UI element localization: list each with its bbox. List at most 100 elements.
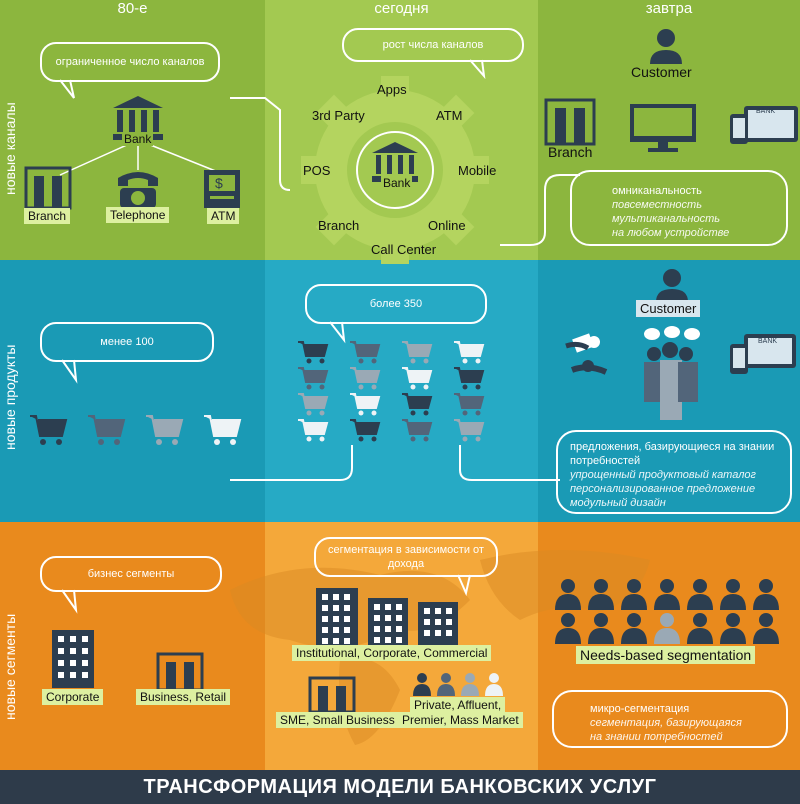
- people-grid-icon: [555, 579, 779, 644]
- building-icon: [418, 602, 458, 646]
- person-icon: [485, 673, 503, 696]
- institutional-tag: Institutional, Corporate, Commercial: [292, 645, 492, 661]
- person-icon: [555, 613, 581, 644]
- cell-products-past: [0, 260, 265, 522]
- person-icon: [413, 673, 431, 696]
- person-icon: [720, 579, 746, 610]
- person-icon: [687, 613, 713, 644]
- person-icon: [461, 673, 479, 696]
- note-heading: предложения, базирующиеся на знании потр…: [570, 441, 775, 467]
- note-line: на знании потребностей: [590, 731, 723, 743]
- customer-icon: [650, 29, 682, 64]
- note-line: на любом устройстве: [612, 227, 730, 239]
- hand-offer-icon: [565, 333, 608, 375]
- bubble-text: рост числа каналов: [382, 39, 484, 51]
- cart-icon: [402, 367, 433, 390]
- building-icon: [316, 588, 358, 646]
- mobile-label: Mobile: [458, 163, 497, 178]
- monitor-icon: [630, 104, 696, 152]
- person-icon: [621, 579, 647, 610]
- person-icon: [588, 613, 614, 644]
- cart-icon: [298, 367, 329, 390]
- telephone-tag: Telephone: [106, 207, 170, 223]
- person-icon: [555, 579, 581, 610]
- cart-icon: [146, 415, 184, 445]
- needs-based-segmentation-tag: Needs-based segmentation: [576, 646, 756, 664]
- business-retail-tag: Business, Retail: [136, 689, 231, 705]
- shop-icon: [156, 652, 204, 692]
- cart-icon: [30, 415, 68, 445]
- speech-bubble-under-100: менее 100: [40, 322, 214, 362]
- bubble-tail: [457, 574, 471, 597]
- cart-icon: [298, 419, 329, 442]
- flow-line: [230, 97, 580, 246]
- bubble-text: более 350: [369, 298, 423, 310]
- speech-bubble-omnichannel: [570, 170, 788, 246]
- note-line: повсеместность: [612, 199, 702, 211]
- branch-tag: Branch: [24, 208, 71, 224]
- tablet-icon: [744, 334, 796, 368]
- person-icon: [753, 613, 779, 644]
- note-line: сегментация, базирующаяся: [590, 717, 742, 729]
- speech-dots-icon: [644, 326, 700, 340]
- bubble-text: менее 100: [100, 336, 154, 348]
- people-row-icon: [413, 673, 503, 696]
- bubble-text: бизнес сегменты: [87, 568, 175, 580]
- atm-icon: $: [204, 170, 240, 208]
- cart-icon: [204, 415, 242, 445]
- cart-icon: [402, 419, 433, 442]
- needs-offer-note: предложения, базирующиеся на знании потр…: [570, 440, 780, 510]
- shop-icon: [308, 676, 356, 714]
- omnichannel-note: омниканальность повсеместность мультикан…: [612, 184, 729, 240]
- person-icon: [687, 579, 713, 610]
- bubble-tail: [59, 79, 75, 99]
- column-header-past: 80-е: [117, 0, 148, 17]
- building-icon: [368, 598, 408, 646]
- cart-icon: [350, 341, 381, 364]
- cart-icon: [298, 341, 329, 364]
- speech-bubble-business-segments: бизнес сегменты: [40, 556, 222, 592]
- column-header-today: сегодня: [374, 0, 429, 17]
- people-group-icon: [644, 342, 698, 420]
- pos-label: POS: [303, 163, 331, 178]
- speech-bubble-over-350: более 350: [305, 284, 487, 324]
- note-heading: микро-сегментация: [590, 703, 690, 715]
- cart-icon: [454, 367, 485, 390]
- speech-bubble-limited-channels: ограниченное число каналов: [40, 42, 220, 82]
- third-party-label: 3rd Party: [312, 108, 365, 123]
- cart-icon: [350, 419, 381, 442]
- person-icon: [654, 579, 680, 610]
- note-heading: омниканальность: [612, 185, 702, 197]
- note-line: упрощенный продуктовый каталог: [570, 469, 756, 481]
- cart-icon: [454, 341, 485, 364]
- note-line: модульный дизайн: [570, 497, 666, 509]
- branch-label: Branch: [548, 144, 593, 160]
- footer-title: ТРАНСФОРМАЦИЯ МОДЕЛИ БАНКОВСКИХ УСЛУГ: [0, 770, 800, 804]
- cart-icon: [402, 393, 433, 416]
- branch-label: Branch: [318, 218, 360, 233]
- call-center-label: Call Center: [371, 242, 437, 257]
- gear-icon: [301, 76, 489, 264]
- cart-grid: [298, 341, 485, 442]
- bank-label: Bank: [122, 132, 154, 146]
- speech-bubble-micro-segmentation: [552, 690, 788, 748]
- atm-label: ATM: [436, 108, 463, 123]
- bubble-text: ограниченное число каналов: [55, 56, 205, 68]
- cart-icon: [298, 393, 329, 416]
- bubble-text: сегментация в зависимости от дохода: [328, 544, 484, 570]
- phone-icon: [730, 114, 748, 144]
- cart-icon: [454, 393, 485, 416]
- cart-icon: [402, 341, 433, 364]
- bank-screen-label: BANK: [756, 108, 776, 115]
- cell-products-today: [265, 260, 538, 522]
- bubble-tail: [469, 59, 486, 80]
- phone-icon: [730, 344, 748, 374]
- person-icon: [720, 613, 746, 644]
- person-icon: [621, 613, 647, 644]
- branch-icon: [544, 98, 596, 146]
- apps-label: Apps: [377, 82, 407, 97]
- micro-segmentation-note: микро-сегментация сегментация, базирующа…: [590, 702, 742, 744]
- person-icon: [437, 673, 455, 696]
- bubble-tail: [61, 589, 78, 614]
- customer-label: Customer: [631, 64, 692, 80]
